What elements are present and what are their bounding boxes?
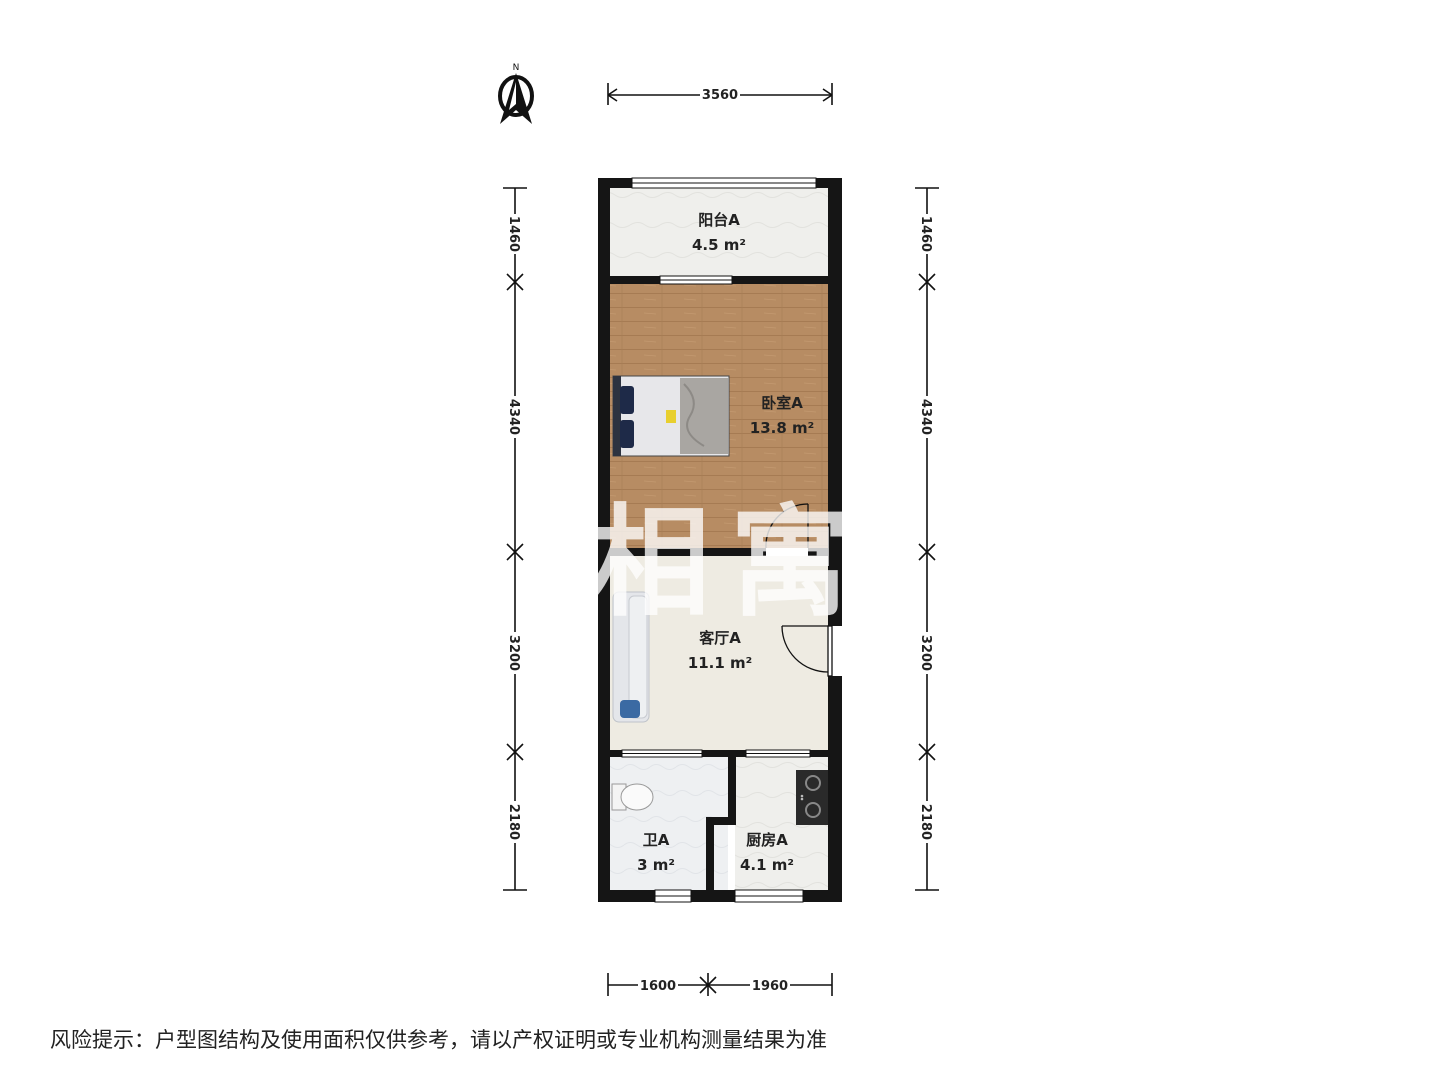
bathroom-area: 3 m² [637, 856, 675, 874]
bedroom-door [765, 503, 809, 549]
dim-bottom-bathroom: 1600 [640, 979, 676, 994]
dim-right-balcony: 1460 [918, 216, 933, 252]
top-dimension: 3560 [607, 83, 833, 105]
bed [612, 375, 730, 457]
balcony-label: 阳台A 4.5 m² [692, 211, 746, 254]
right-dimensions: 1460 4340 3200 2180 [915, 187, 939, 891]
living-area: 11.1 m² [688, 654, 752, 672]
dim-left-bedroom: 4340 [506, 399, 521, 435]
bottom-dimensions: 1600 1960 [607, 973, 833, 996]
watermark: 相寓 [590, 494, 870, 633]
dim-left-balcony: 1460 [506, 216, 521, 252]
bathroom-label: 卫A 3 m² [637, 831, 675, 874]
compass-north-label: N [513, 63, 520, 73]
living-label: 客厅A 11.1 m² [688, 629, 752, 672]
bedroom-area: 13.8 m² [750, 419, 814, 437]
toilet [611, 783, 654, 811]
bedroom-name: 卧室A [761, 394, 803, 412]
dim-top-total: 3560 [702, 88, 738, 103]
bedroom-label: 卧室A 13.8 m² [750, 394, 814, 437]
stove [796, 770, 828, 825]
compass: N [498, 63, 534, 124]
dim-right-kitchen: 2180 [918, 804, 933, 840]
balcony-area: 4.5 m² [692, 236, 746, 254]
risk-disclaimer: 风险提示：户型图结构及使用面积仅供参考，请以产权证明或专业机构测量结果为准 [50, 1028, 827, 1052]
dim-right-living: 3200 [918, 635, 933, 671]
balcony-name: 阳台A [698, 211, 740, 229]
balcony-floor [610, 188, 828, 276]
dim-right-bedroom: 4340 [918, 399, 933, 435]
dim-bottom-kitchen: 1960 [752, 979, 788, 994]
windows [621, 177, 817, 903]
left-dimensions: 1460 4340 3200 2180 [503, 187, 527, 891]
bathroom-name: 卫A [643, 831, 670, 849]
entrance-door [781, 625, 833, 677]
kitchen-label: 厨房A 4.1 m² [740, 831, 794, 874]
kitchen-name: 厨房A [746, 831, 788, 849]
dim-left-living: 3200 [506, 635, 521, 671]
dim-left-bath: 2180 [506, 804, 521, 840]
living-name: 客厅A [698, 629, 741, 647]
kitchen-area: 4.1 m² [740, 856, 794, 874]
sofa [612, 591, 650, 723]
